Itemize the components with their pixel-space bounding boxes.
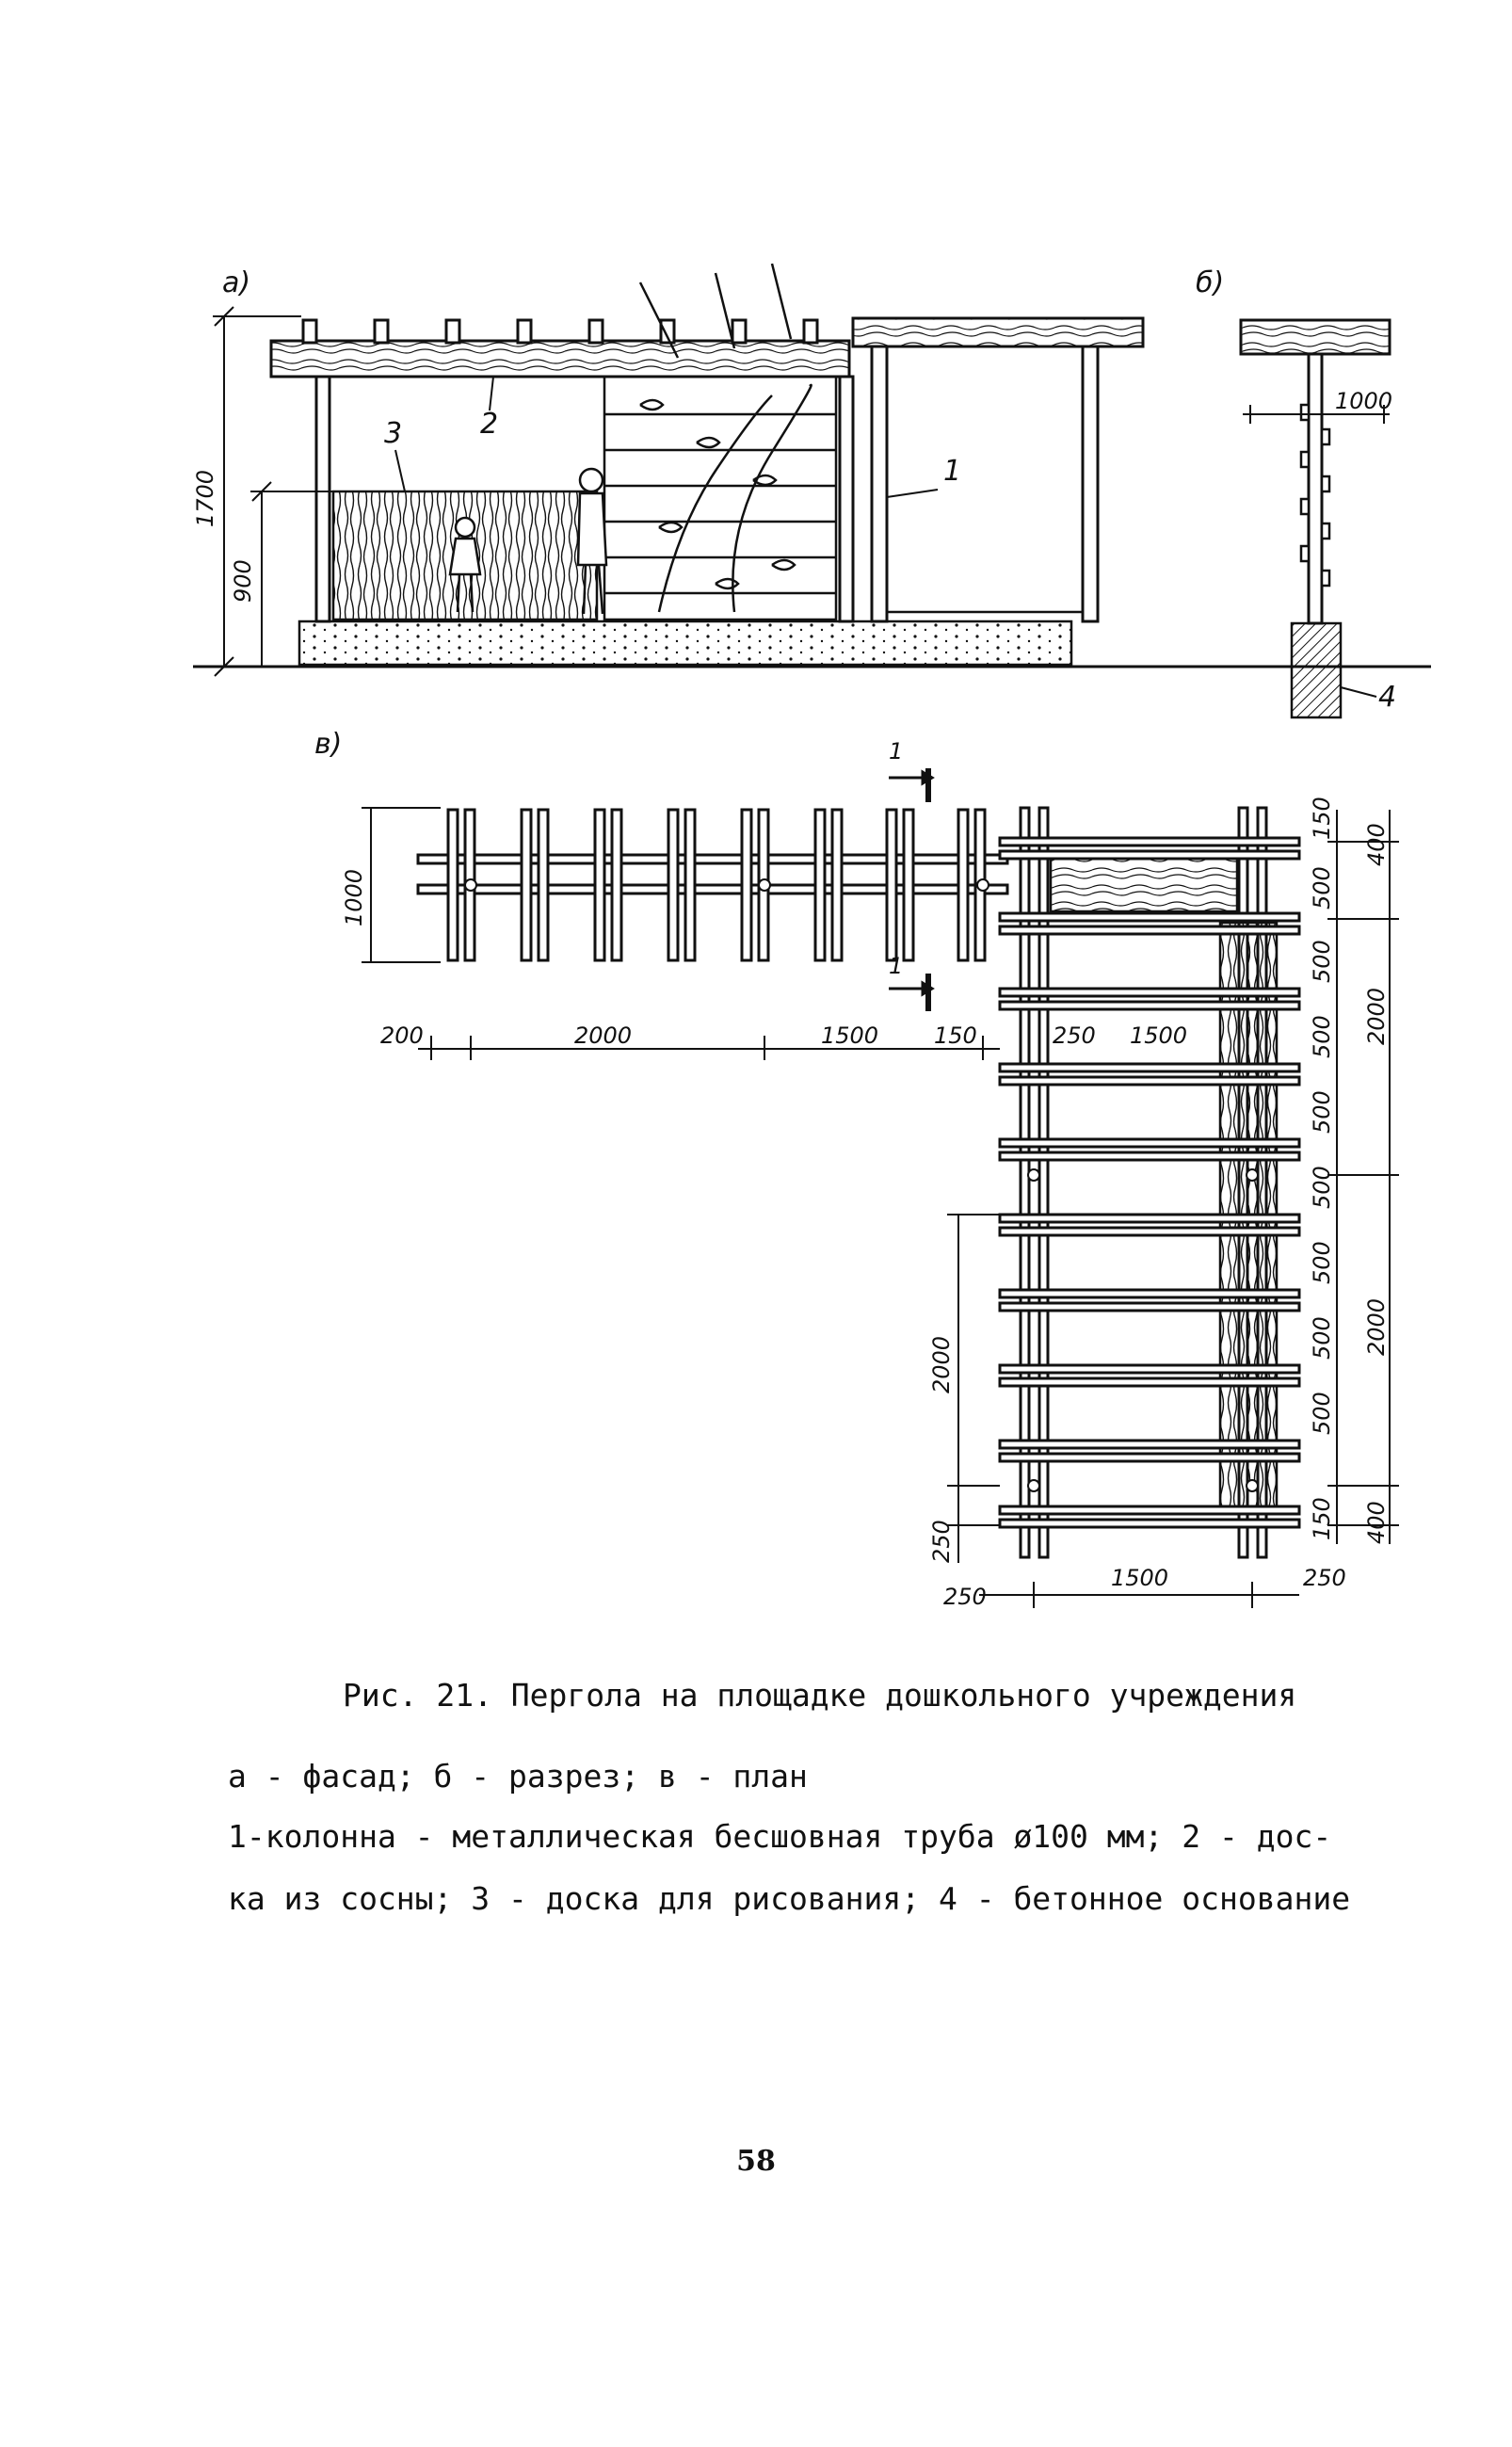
section-dim-1000: 1000 [1335,388,1392,414]
plan-dim-lines-row [418,1036,1000,1060]
plan-dim-2000-vleft: 2000 [928,1336,955,1393]
dim-ro-0: 400 [1363,823,1390,866]
dim-ri-0: 150 [1309,797,1335,840]
facade-columns [314,345,1100,623]
plan-dim-lines-right [1327,810,1399,1544]
plan-dim-150: 150 [934,1022,977,1049]
plan-dim-lines-vleft [947,1214,1000,1563]
plan-dim-1000: 1000 [341,869,367,926]
cut-marks [889,768,935,1011]
section-beam [1239,318,1391,356]
facade-dimensions [213,306,333,677]
callout-3: 3 [384,417,402,450]
section-column [1307,352,1324,625]
child-figures [448,467,608,615]
plan-dim-lines-bottom [979,1582,1299,1608]
plan-dims-right-inner: 150 500 500 500 500 500 500 500 500 150 [1309,797,1335,1540]
plan-vertical-joists [998,836,1301,1529]
plan-dim-200: 200 [380,1022,424,1049]
dim-ri-9: 150 [1309,1497,1335,1540]
dim-ri-1: 500 [1309,866,1335,910]
dim-ri-4: 500 [1309,1090,1335,1134]
dim-ro-2: 2000 [1363,1298,1390,1356]
plan-dim-1500-row: 1500 [1130,1022,1187,1049]
plan-dim-2000-h: 2000 [574,1022,632,1049]
callout-2: 2 [480,408,498,441]
page-number: 58 [736,2145,776,2178]
trellis-panel [603,263,838,621]
dim-ri-2: 500 [1309,940,1335,983]
side-beam [851,316,1145,348]
figure-caption-title: Рис. 21. Пергола на площадке дошкольного… [343,1677,1297,1714]
figure-caption-line-2: 1-колонна - металлическая бесшовная труб… [228,1818,1332,1855]
plan-dim-250-vleft: 250 [928,1520,955,1563]
dim-ro-3: 400 [1363,1501,1390,1544]
plan-dim-250-row: 250 [1053,1022,1096,1049]
dim-ri-5: 500 [1309,1166,1335,1209]
plan-dim-1500-h: 1500 [821,1022,878,1049]
main-beam [269,339,851,378]
dim-ri-8: 500 [1309,1392,1335,1435]
section-callout-4: 4 [1378,681,1396,714]
dim-1700: 1700 [192,470,218,527]
plan-dim-lines-left [362,807,441,963]
plan-view: в) [314,728,1399,1610]
joist-ends [301,318,819,345]
dim-ri-6: 500 [1309,1241,1335,1284]
plan-dim-250-right: 250 [1303,1565,1346,1591]
dim-900: 900 [230,559,256,603]
section-letter: б) [1196,266,1224,299]
plan-dim-250-left: 250 [943,1584,987,1610]
dim-ri-3: 500 [1309,1015,1335,1058]
section-view: б) 1000 4 [1196,266,1396,719]
figure-caption-line-1: а - фасад; б - разрез; в - план [228,1758,808,1795]
figure-caption-line-3: ка из сосны; 3 - доска для рисования; 4 … [228,1880,1351,1917]
cut-mark-label-bottom: 1 [889,953,903,979]
facade-letter: а) [222,266,250,299]
concrete-base [298,620,1073,667]
facade-view: а) [192,263,1431,677]
plan-board-top [1049,851,1239,913]
plan-dim-1500-bottom: 1500 [1111,1565,1168,1591]
plan-letter: в) [314,728,342,761]
cut-mark-label-top: 1 [889,738,903,765]
section-foundation [1290,621,1343,719]
dim-ri-7: 500 [1309,1316,1335,1360]
callout-1: 1 [943,455,961,488]
plan-horizontal-rails [416,853,1009,895]
plan-dims-right-outer: 400 2000 2000 400 [1363,823,1390,1544]
dim-ro-1: 2000 [1363,988,1390,1045]
